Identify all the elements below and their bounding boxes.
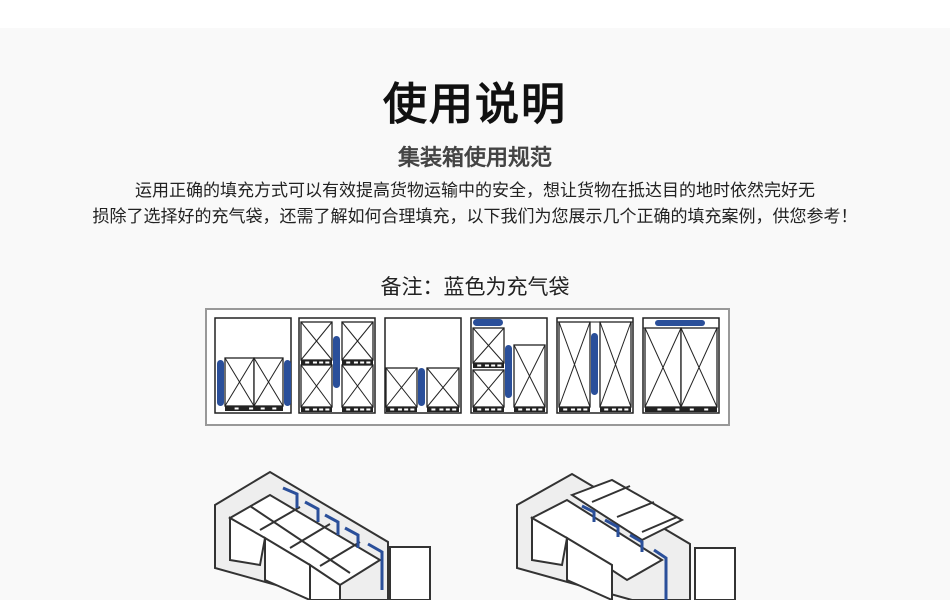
pallet-slot (675, 408, 680, 411)
cargo-cross (644, 327, 682, 408)
pallet-slot (325, 361, 330, 364)
pallet-slot (249, 407, 254, 410)
container-illustration-2 (516, 472, 736, 600)
airbag (418, 368, 425, 406)
airbag (505, 345, 512, 398)
pallet-slot (611, 408, 616, 411)
panel-frame (205, 308, 730, 426)
cargo-cross (513, 344, 546, 408)
pallet-slot (360, 361, 365, 364)
cargo-cross (472, 327, 505, 364)
pallet-slot (346, 408, 351, 411)
pallet-slot (604, 408, 609, 411)
pallet (225, 406, 283, 411)
pallet-slot (353, 361, 358, 364)
pallet-slot (272, 407, 277, 410)
pallet-slot (439, 408, 444, 411)
loading-diagram-panel (205, 308, 730, 426)
container-illustration-1 (214, 470, 431, 600)
pallet-slot (353, 408, 358, 411)
pallet-slot (305, 361, 310, 364)
cargo-cross (224, 357, 255, 407)
pallet-slot (657, 408, 662, 411)
pallet-slot (477, 408, 482, 411)
pallet-slot (497, 408, 502, 411)
airbag (473, 319, 503, 326)
pallet-slot (319, 361, 324, 364)
paragraph-line: 损除了选择好的充气袋，还需了解如何合理填充，以下我们为您展示几个正确的填充案例，… (92, 207, 858, 227)
pallet-slot (366, 361, 371, 364)
pallet-slot (491, 408, 496, 411)
note-text: 备注：蓝色为充气袋 (380, 275, 570, 299)
airbag (284, 360, 291, 406)
pallet-slot (577, 408, 582, 411)
pallet-slot (325, 408, 330, 411)
pallet-slot (525, 408, 530, 411)
pallet-slot (570, 408, 575, 411)
pallet-slot (445, 408, 450, 411)
pallet-slot (319, 408, 324, 411)
pallet-slot (491, 364, 496, 367)
cargo-cross (300, 321, 333, 361)
cargo-cross (558, 321, 591, 408)
pallet-slot (704, 408, 709, 411)
top-band (0, 0, 950, 28)
pallet-slot (397, 408, 402, 411)
cargo-cross (426, 367, 460, 408)
cargo-cross (300, 364, 333, 408)
cargo-cross (680, 327, 718, 408)
pallet-slot (583, 408, 588, 411)
paragraph-line: 运用正确的填充方式可以有效提高货物运输中的安全，想让货物在抵达目的地时依然完好无 (135, 181, 815, 201)
cargo-cross (341, 321, 374, 361)
pallet-slot (689, 408, 694, 411)
pallet-slot (312, 361, 317, 364)
pallet-slot (484, 364, 489, 367)
pallet-slot (497, 364, 502, 367)
pallet-slot (532, 408, 537, 411)
pallet-slot (563, 408, 568, 411)
pallet-slot (390, 408, 395, 411)
pallet-slot (360, 408, 365, 411)
pallet-slot (624, 408, 629, 411)
airbag (591, 333, 598, 395)
pallet-slot (404, 408, 409, 411)
page-title: 使用说明 (383, 79, 567, 130)
pallet-slot (431, 408, 436, 411)
cargo-cross (472, 369, 505, 408)
airbag (655, 320, 705, 326)
pallet-slot (260, 407, 265, 410)
pallet-slot (518, 408, 523, 411)
pallet-slot (346, 361, 351, 364)
pallet-slot (305, 408, 310, 411)
pallet-slot (452, 408, 457, 411)
pallet-slot (366, 408, 371, 411)
airbag (217, 360, 224, 406)
pallet-slot (477, 364, 482, 367)
pallet-slot (234, 407, 239, 410)
pallet (645, 407, 717, 412)
pallet-slot (484, 408, 489, 411)
intro-paragraph: 运用正确的填充方式可以有效提高货物运输中的安全，想让货物在抵达目的地时依然完好无… (0, 178, 950, 230)
cargo-cross (599, 321, 632, 408)
pallet-slot (410, 408, 415, 411)
cargo-cross (253, 357, 284, 407)
pallet-slot (618, 408, 623, 411)
cargo-cross (341, 364, 374, 408)
pallet-slot (538, 408, 543, 411)
airbag (333, 336, 340, 388)
section-subtitle: 集装箱使用规范 (397, 146, 552, 171)
cargo-cross (385, 367, 418, 408)
pallet-slot (312, 408, 317, 411)
